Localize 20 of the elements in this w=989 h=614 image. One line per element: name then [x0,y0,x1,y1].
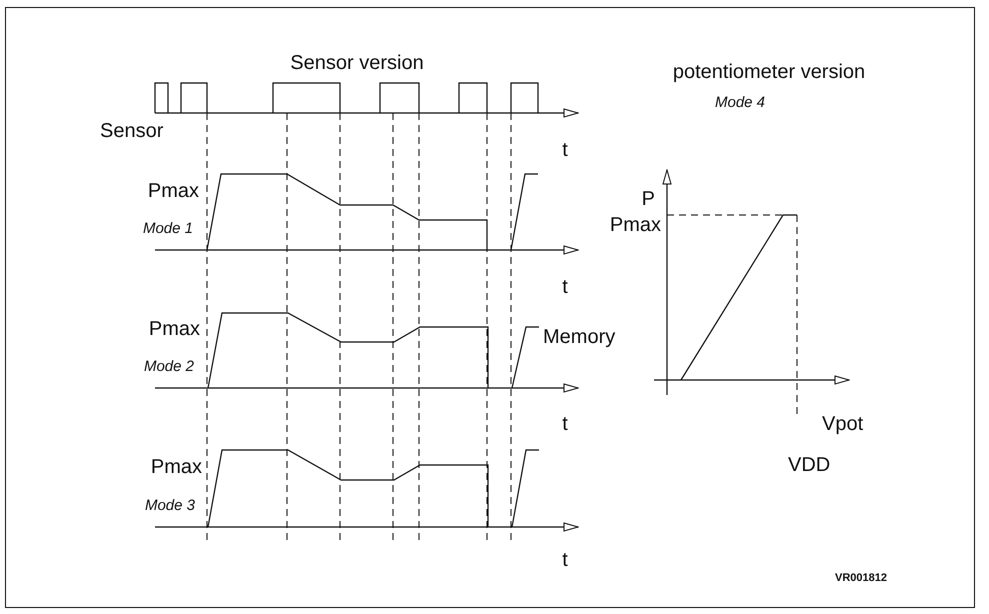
axis-label: t [562,276,568,298]
section-heading: potentiometer version [672,61,866,83]
mode-label: Mode 1 [142,220,193,238]
section-heading: Sensor version [290,52,424,74]
axis-label: t [562,549,568,571]
axis-label: P [642,188,655,210]
mode-label: Mode 3 [144,498,195,514]
level-label: Pmax [148,318,200,340]
level-label: Pmax [148,180,199,202]
axis-label: VDD [788,454,830,476]
axis-label: t [562,139,568,161]
mode-label: Mode 4 [714,94,766,112]
memory-label: Memory [543,326,616,348]
level-label: Pmax [610,214,661,236]
mode-label: Mode 2 [144,358,194,376]
signal-label: Sensor [100,120,164,142]
axis-label: t [562,413,568,435]
figure-code: VR001812 [835,572,887,584]
axis-label: Vpot [822,413,864,435]
level-label: Pmax [150,456,202,478]
